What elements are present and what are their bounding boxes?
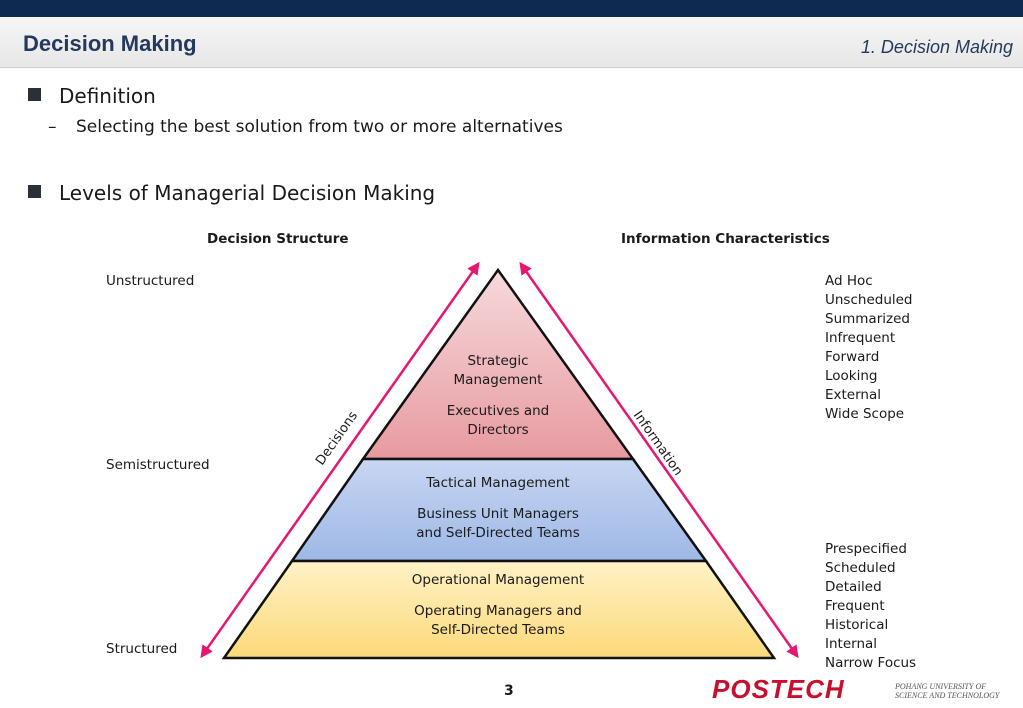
bottom-info-item: Historical	[825, 617, 889, 633]
tier-tactical-text: Tactical Management Business Unit Manage…	[398, 474, 598, 555]
logo-wordmark: POSTECH	[712, 674, 845, 704]
section-title: 1. Decision Making	[860, 37, 1013, 57]
page-number: 3	[504, 683, 514, 699]
bottom-info-item: Prespecified	[825, 541, 907, 557]
top-info-item: Wide Scope	[825, 406, 905, 422]
tier-operational-title: Operational Management	[411, 572, 585, 588]
tier-tactical-title: Tactical Management	[426, 475, 570, 491]
top-bar	[0, 0, 1023, 17]
bottom-info-item: Scheduled	[825, 560, 896, 576]
square-bullet-icon	[28, 185, 41, 198]
slide-header: Decision Making 1. Decision Making	[0, 17, 1023, 68]
tier-tactical-who: Business Unit Managers and Self-Directed…	[416, 506, 580, 541]
dash-icon: –	[48, 117, 57, 137]
bullet-levels: Levels of Managerial Decision Making	[28, 181, 435, 205]
logo-subtitle: POHANG UNIVERSITY OF SCIENCE AND TECHNOL…	[895, 682, 999, 700]
slide-title: Decision Making	[23, 31, 197, 56]
tier-strategic-title: Strategic Management	[453, 353, 543, 388]
information-characteristics-heading: Information Characteristics	[621, 231, 830, 247]
decisions-double-arrow	[200, 261, 480, 659]
bullet-label: Definition	[59, 84, 156, 108]
bottom-info-item: Detailed	[825, 579, 882, 595]
bottom-info-item: Narrow Focus	[825, 655, 917, 671]
tier-operational-text: Operational Management Operating Manager…	[388, 571, 608, 652]
logo-subtitle-line-1: POHANG UNIVERSITY OF	[895, 682, 987, 691]
top-info-item: Ad Hoc	[825, 273, 873, 289]
bottom-info-item: Internal	[825, 636, 878, 652]
information-double-arrow	[519, 261, 799, 659]
decision-structure-heading: Decision Structure	[207, 231, 349, 247]
bottom-info-item: Frequent	[825, 598, 885, 614]
level-structured: Structured	[106, 641, 178, 657]
bullet-definition: Definition	[28, 84, 156, 108]
top-info-item: Looking	[825, 368, 878, 384]
logo-subtitle-line-2: SCIENCE AND TECHNOLOGY	[895, 691, 1000, 700]
top-info-item: Summarized	[825, 311, 910, 327]
definition-text: –Selecting the best solution from two or…	[48, 117, 563, 137]
top-info-item: Infrequent	[825, 330, 896, 346]
top-info-item: Unscheduled	[825, 292, 913, 308]
top-info-item: Forward	[825, 349, 880, 365]
tier-strategic-text: Strategic Management Executives and Dire…	[418, 352, 578, 452]
postech-logo: POSTECH POHANG UNIVERSITY OF SCIENCE AND…	[712, 674, 1012, 704]
level-semistructured: Semistructured	[106, 457, 210, 473]
tier-operational-who: Operating Managers and Self-Directed Tea…	[414, 603, 582, 638]
sub-bullet-text: Selecting the best solution from two or …	[76, 117, 563, 137]
level-unstructured: Unstructured	[106, 273, 195, 289]
tier-strategic-who: Executives and Directors	[446, 403, 550, 438]
top-info-item: External	[825, 387, 882, 403]
bullet-label: Levels of Managerial Decision Making	[59, 181, 436, 205]
square-bullet-icon	[28, 88, 41, 101]
